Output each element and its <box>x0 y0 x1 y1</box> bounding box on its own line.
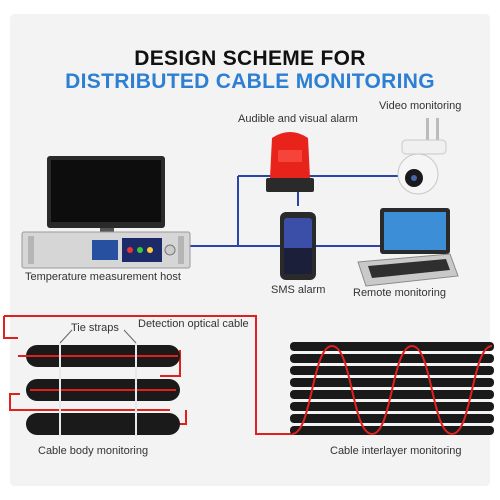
label-cable-interlayer: Cable interlayer monitoring <box>330 445 462 457</box>
label-cable-body: Cable body monitoring <box>38 445 149 457</box>
interlayer-optical-cable <box>291 344 493 436</box>
host-unit-icon <box>21 231 191 269</box>
video-camera-icon <box>397 118 447 195</box>
alarm-light-icon <box>266 132 314 192</box>
monitor-icon <box>47 156 165 237</box>
optical-cable-route <box>3 315 292 435</box>
label-audible-alarm: Audible and visual alarm <box>238 113 358 125</box>
title-line-1: DESIGN SCHEME FOR <box>134 47 366 70</box>
smartphone-icon <box>280 212 316 280</box>
cable-interlayer-bundle <box>290 342 494 435</box>
label-remote-monitoring: Remote monitoring <box>353 287 446 299</box>
label-host: Temperature measurement host <box>25 271 181 283</box>
label-tie-straps: Tie straps <box>71 322 119 334</box>
laptop-icon <box>357 208 459 287</box>
cable-body-bundle <box>18 345 180 435</box>
network-lines <box>190 175 400 247</box>
title-line-2: DISTRIBUTED CABLE MONITORING <box>65 70 435 93</box>
tie-straps <box>59 329 137 437</box>
label-optical-cable: Detection optical cable <box>138 318 249 330</box>
label-sms-alarm: SMS alarm <box>271 284 326 296</box>
label-video-monitoring: Video monitoring <box>379 100 462 112</box>
